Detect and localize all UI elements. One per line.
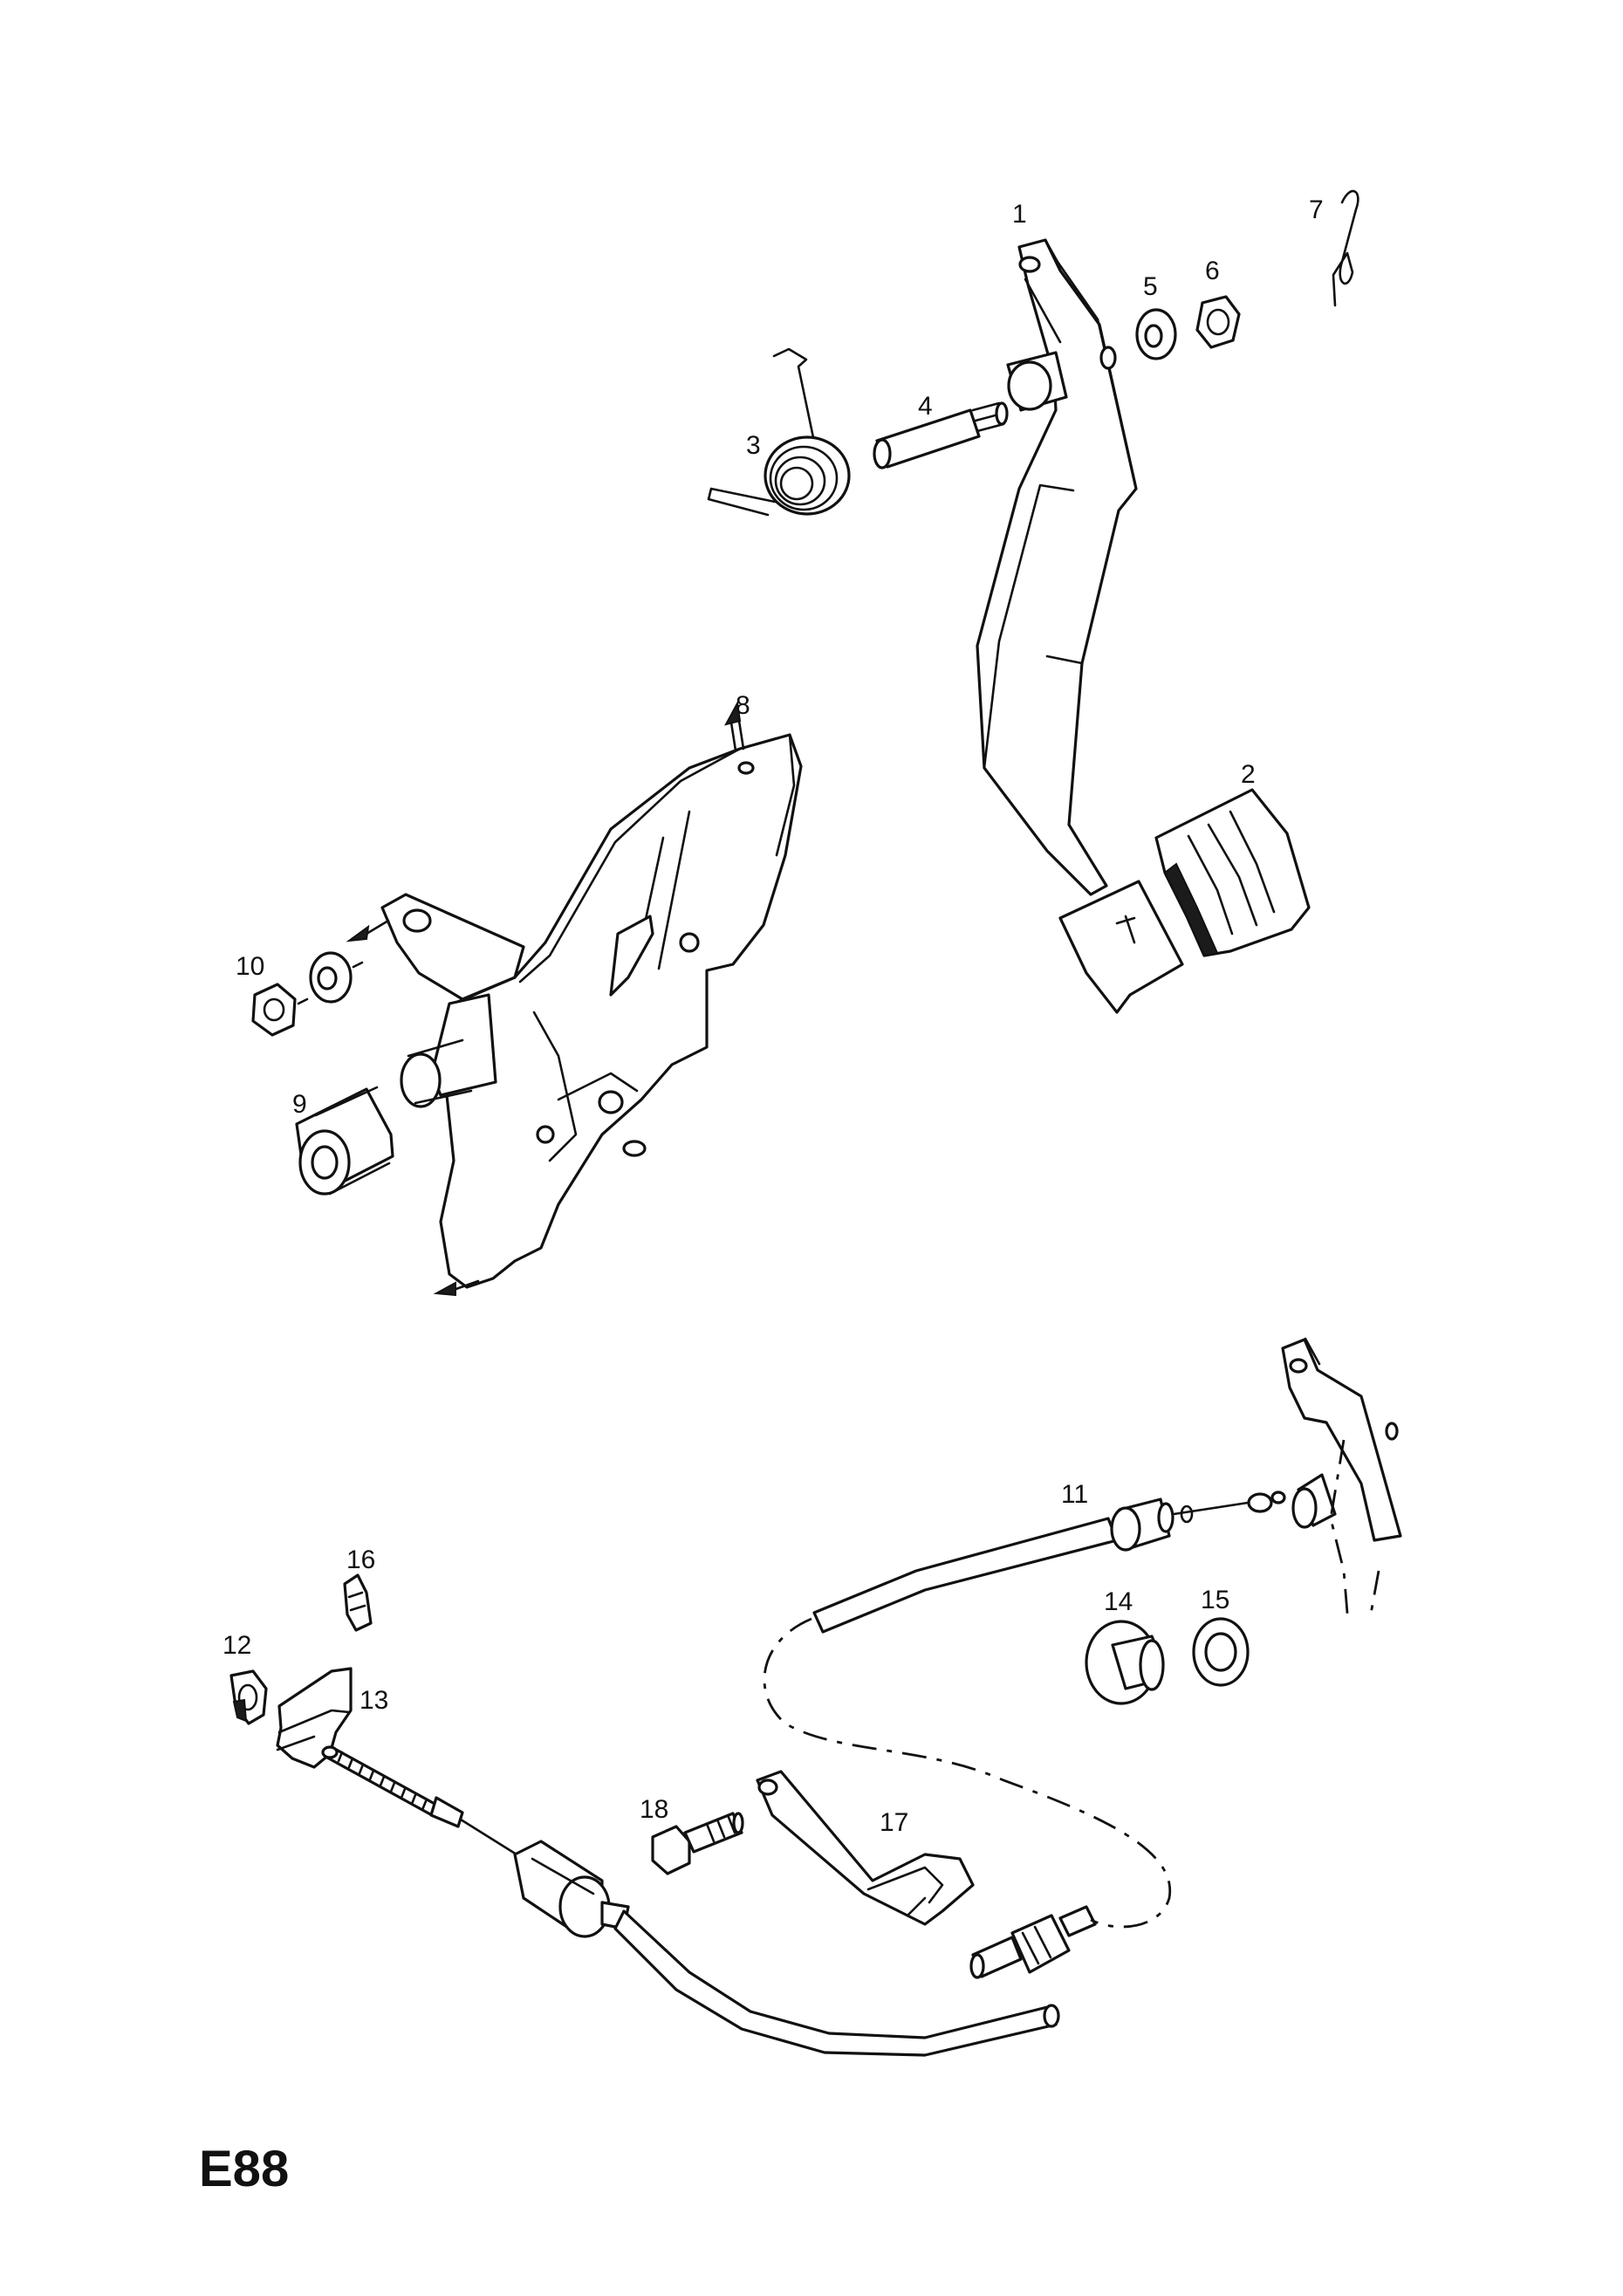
cable-sleeve: [969, 1905, 1097, 1979]
callout-12: 12: [223, 1631, 251, 1660]
part-10-nut-and-washer: [251, 951, 364, 1037]
callout-5: 5: [1143, 272, 1158, 301]
part-14-grommet: [1085, 1620, 1165, 1705]
callout-2: 2: [1241, 760, 1256, 789]
callout-3: 3: [746, 431, 761, 460]
callout-4: 4: [918, 392, 933, 421]
part-16-clip: [343, 1573, 373, 1632]
part-5-washer: [1135, 308, 1177, 360]
diagram-code: E88: [199, 2141, 289, 2197]
part-9-bushing: [295, 1086, 394, 1196]
callout-11: 11: [1061, 1480, 1088, 1509]
part-8-pedal-bracket: [346, 700, 803, 1297]
callout-6: 6: [1205, 257, 1220, 285]
callout-16: 16: [346, 1546, 375, 1574]
part-7-spring-clip: [1332, 189, 1359, 307]
part-6-nut: [1195, 295, 1241, 349]
callout-9: 9: [292, 1090, 307, 1119]
part-11-clutch-cable-upper: [812, 1491, 1286, 1634]
callout-1: 1: [1012, 200, 1027, 229]
part-15-washer: [1192, 1617, 1250, 1687]
callout-7: 7: [1309, 195, 1324, 224]
callout-13: 13: [360, 1686, 388, 1715]
part-11-clutch-cable-lower: [321, 1745, 1060, 2057]
part-17-support-bracket: [756, 1770, 975, 1926]
callout-14: 14: [1104, 1587, 1133, 1616]
cable-routing-path: [763, 1617, 1172, 1929]
callout-15: 15: [1201, 1586, 1229, 1614]
part-3-return-spring: [707, 347, 851, 517]
callout-labels: 1 2 3 4 5 6 7 8 9 10 11 12 13 14 15 16 1…: [223, 195, 1324, 1837]
part-2-pedal-rubber: [1154, 788, 1311, 957]
callout-8: 8: [736, 691, 750, 720]
callout-17: 17: [880, 1808, 908, 1837]
part-18-bolt: [651, 1812, 744, 1875]
part-12-clip: [229, 1669, 268, 1725]
part-1-pedal-arm: [976, 238, 1184, 1014]
callout-10: 10: [236, 952, 264, 981]
part-4-pivot-bolt: [873, 401, 1009, 469]
pedal-reference-outline: [1281, 1337, 1402, 1624]
callout-18: 18: [640, 1795, 668, 1824]
